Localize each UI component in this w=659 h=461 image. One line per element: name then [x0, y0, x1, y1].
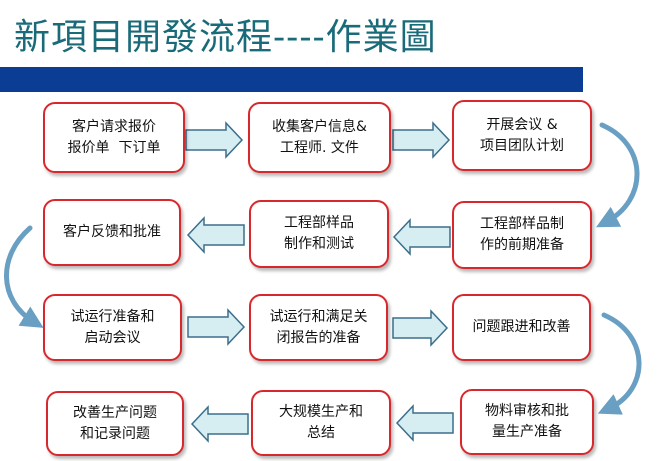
arrow-right-4 [392, 309, 449, 347]
step-5-sample-make-test: 工程部样品 制作和测试 [249, 200, 389, 268]
step-12-improve-record: 改善生产问题 和记录问题 [46, 391, 184, 456]
page-title: 新項目開發流程----作業圖 [14, 17, 437, 58]
step-3-kickoff-meeting: 开展会议 & 项目团队计划 [452, 100, 592, 171]
arrow-left-4 [190, 405, 249, 443]
step-11-mass-production: 大规模生产和 总结 [251, 390, 391, 456]
step-6-label: 客户反馈和批准 [63, 224, 161, 240]
step-11-label: 大规模生产和 总结 [279, 404, 363, 441]
step-12-label: 改善生产问题 和记录问题 [73, 404, 157, 442]
step-1-label: 客户请求报价 报价单 下订单 [67, 118, 161, 156]
step-2-collect-info: 收集客户信息& 工程师. 文件 [248, 102, 391, 173]
title-bar [0, 67, 583, 92]
step-6-customer-approval: 客户反馈和批准 [43, 199, 181, 266]
step-5-label: 工程部样品 制作和测试 [284, 215, 354, 252]
step-7-trial-run-prep: 试运行准备和 启动会议 [43, 294, 182, 361]
step-2-label: 收集客户信息& 工程师. 文件 [272, 118, 367, 156]
step-4-label: 工程部样品制 作的前期准备 [480, 216, 564, 253]
arrow-right-1 [185, 121, 244, 159]
step-10-label: 物料审核和批 量生产准备 [485, 403, 569, 440]
arrow-right-2 [392, 121, 451, 159]
arrow-left-3 [395, 404, 454, 442]
step-8-trial-run-report: 试运行和满足关 闭报告的准备 [249, 294, 388, 361]
arrow-left-1 [392, 218, 451, 256]
arrow-right-3 [187, 308, 246, 346]
step-4-sample-prep: 工程部样品制 作的前期准备 [452, 201, 592, 269]
step-8-label: 试运行和满足关 闭报告的准备 [269, 308, 368, 346]
step-9-issue-follow-up: 问题跟进和改善 [452, 294, 591, 361]
step-9-label: 问题跟进和改善 [472, 319, 571, 335]
curve-arrow-right-1 [596, 122, 640, 228]
step-7-label: 试运行准备和 启动会议 [70, 308, 155, 346]
arrow-left-2 [186, 216, 245, 254]
step-1-quote-request: 客户请求报价 报价单 下订单 [43, 102, 185, 173]
curve-arrow-right-2 [597, 312, 642, 415]
step-3-label: 开展会议 & 项目团队计划 [480, 116, 564, 154]
step-10-material-review: 物料审核和批 量生产准备 [460, 389, 594, 455]
curve-arrow-left-1 [4, 225, 44, 328]
